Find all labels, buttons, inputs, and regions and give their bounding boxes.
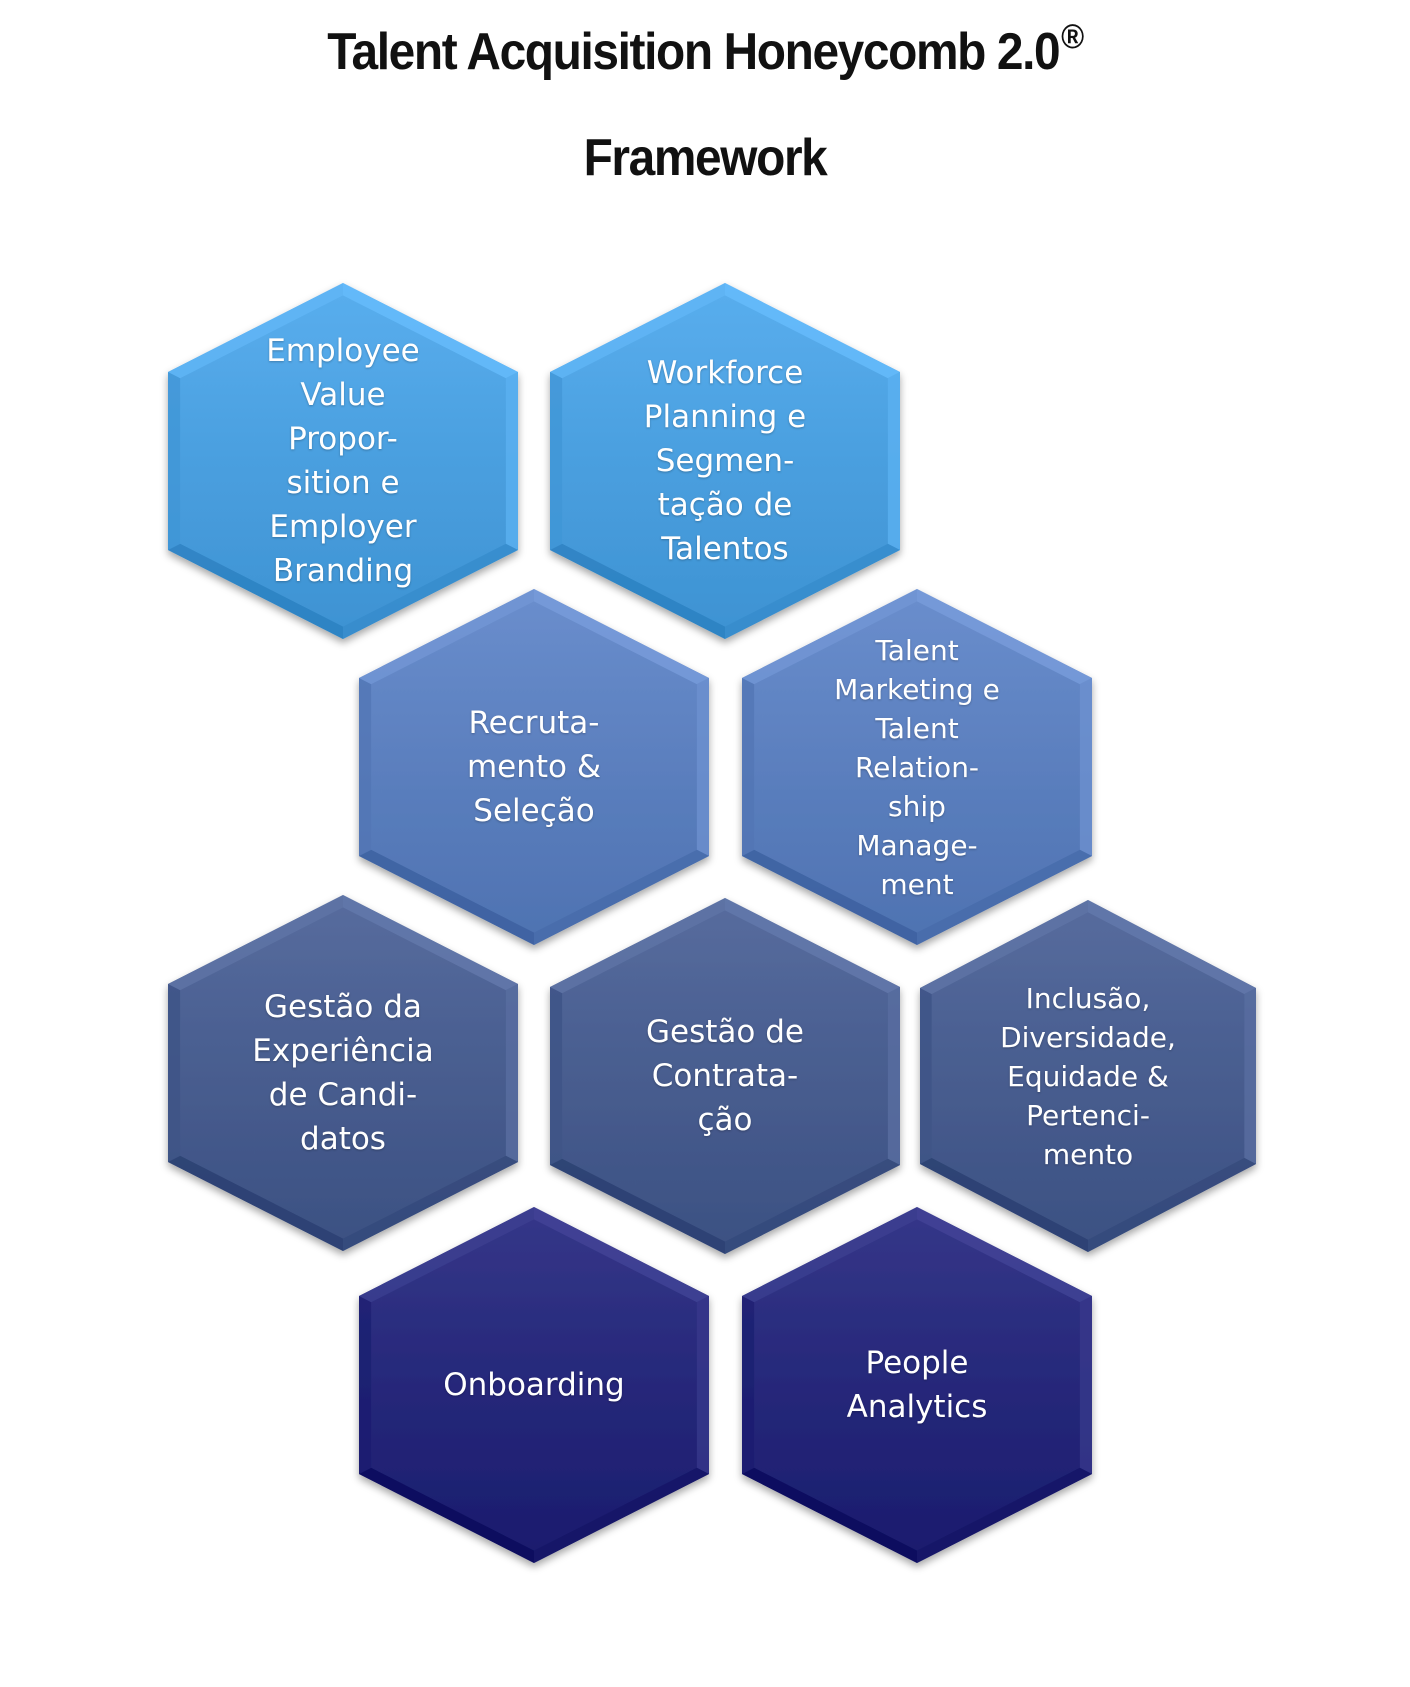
hex-bevel-people-analytics-4 bbox=[742, 1296, 755, 1474]
hex-bevel-onboarding-0 bbox=[534, 1207, 709, 1303]
hex-face-people-analytics bbox=[754, 1219, 1080, 1551]
hex-bevel-evp-2 bbox=[343, 543, 518, 639]
hex-cell-recrutamento bbox=[359, 589, 709, 945]
hex-face-recrutamento bbox=[371, 601, 697, 933]
hex-bevel-recrutamento-4 bbox=[359, 678, 372, 856]
hex-bevel-contratacao-1 bbox=[887, 987, 900, 1165]
hex-bevel-talent-marketing-5 bbox=[742, 589, 917, 685]
hex-bevel-experiencia-1 bbox=[505, 984, 518, 1162]
hex-bevel-workforce-5 bbox=[550, 283, 725, 379]
hex-bevel-people-analytics-3 bbox=[742, 1467, 917, 1563]
hex-face-evp bbox=[180, 295, 506, 627]
hex-cell-contratacao bbox=[550, 898, 900, 1254]
hex-bevel-experiencia-0 bbox=[343, 895, 518, 991]
hex-bevel-evp-4 bbox=[168, 372, 181, 550]
hex-bevel-inclusao-4 bbox=[920, 988, 932, 1164]
registered-mark: ® bbox=[1061, 18, 1084, 56]
hex-bevel-evp-5 bbox=[168, 283, 343, 379]
hex-bevel-recrutamento-0 bbox=[534, 589, 709, 685]
hex-bevel-people-analytics-5 bbox=[742, 1207, 917, 1303]
hex-cell-people-analytics bbox=[742, 1207, 1092, 1563]
hex-face-inclusao bbox=[931, 912, 1245, 1240]
hex-bevel-workforce-1 bbox=[887, 372, 900, 550]
hex-bevel-contratacao-4 bbox=[550, 987, 563, 1165]
hex-bevel-people-analytics-0 bbox=[917, 1207, 1092, 1303]
hex-bevel-experiencia-5 bbox=[168, 895, 343, 991]
hex-bevel-workforce-3 bbox=[550, 543, 725, 639]
hex-bevel-experiencia-3 bbox=[168, 1155, 343, 1251]
hex-face-contratacao bbox=[562, 910, 888, 1242]
page-title: Talent Acquisition Honeycomb 2.0® bbox=[56, 18, 1353, 82]
title-text: Talent Acquisition Honeycomb 2.0 bbox=[327, 23, 1060, 81]
hex-bevel-contratacao-0 bbox=[725, 898, 900, 994]
hex-cell-inclusao bbox=[920, 900, 1256, 1252]
hex-bevel-workforce-4 bbox=[550, 372, 563, 550]
hex-bevel-workforce-2 bbox=[725, 543, 900, 639]
hex-bevel-experiencia-2 bbox=[343, 1155, 518, 1251]
hex-bevel-inclusao-2 bbox=[1088, 1157, 1256, 1252]
hex-bevel-inclusao-1 bbox=[1244, 988, 1256, 1164]
hex-bevel-recrutamento-1 bbox=[696, 678, 709, 856]
hex-cell-onboarding bbox=[359, 1207, 709, 1563]
hex-bevel-evp-3 bbox=[168, 543, 343, 639]
hex-bevel-inclusao-3 bbox=[920, 1157, 1088, 1252]
hex-bevel-onboarding-4 bbox=[359, 1296, 372, 1474]
hex-bevel-workforce-0 bbox=[725, 283, 900, 379]
hex-bevel-evp-0 bbox=[343, 283, 518, 379]
hex-bevel-evp-1 bbox=[505, 372, 518, 550]
hex-face-onboarding bbox=[371, 1219, 697, 1551]
hex-cell-evp bbox=[168, 283, 518, 639]
hex-cell-talent-marketing bbox=[742, 589, 1092, 945]
hex-bevel-inclusao-0 bbox=[1088, 900, 1256, 995]
hex-bevel-recrutamento-2 bbox=[534, 849, 709, 945]
hex-cell-workforce bbox=[550, 283, 900, 639]
hex-face-experiencia bbox=[180, 907, 506, 1239]
hex-bevel-recrutamento-3 bbox=[359, 849, 534, 945]
hex-bevel-onboarding-2 bbox=[534, 1467, 709, 1563]
hex-bevel-onboarding-1 bbox=[696, 1296, 709, 1474]
hex-bevel-talent-marketing-3 bbox=[742, 849, 917, 945]
hex-face-talent-marketing bbox=[754, 601, 1080, 933]
hex-bevel-contratacao-5 bbox=[550, 898, 725, 994]
hex-bevel-talent-marketing-2 bbox=[917, 849, 1092, 945]
hex-bevel-talent-marketing-0 bbox=[917, 589, 1092, 685]
hex-bevel-inclusao-5 bbox=[920, 900, 1088, 995]
hex-cell-experiencia bbox=[168, 895, 518, 1251]
hex-bevel-onboarding-5 bbox=[359, 1207, 534, 1303]
hex-bevel-contratacao-3 bbox=[550, 1158, 725, 1254]
hex-bevel-talent-marketing-4 bbox=[742, 678, 755, 856]
hex-face-workforce bbox=[562, 295, 888, 627]
hex-bevel-experiencia-4 bbox=[168, 984, 181, 1162]
hex-bevel-talent-marketing-1 bbox=[1079, 678, 1092, 856]
hex-bevel-contratacao-2 bbox=[725, 1158, 900, 1254]
hex-bevel-recrutamento-5 bbox=[359, 589, 534, 685]
hex-bevel-people-analytics-2 bbox=[917, 1467, 1092, 1563]
hex-bevel-people-analytics-1 bbox=[1079, 1296, 1092, 1474]
hex-bevel-onboarding-3 bbox=[359, 1467, 534, 1563]
page-subtitle: Framework bbox=[583, 129, 828, 187]
